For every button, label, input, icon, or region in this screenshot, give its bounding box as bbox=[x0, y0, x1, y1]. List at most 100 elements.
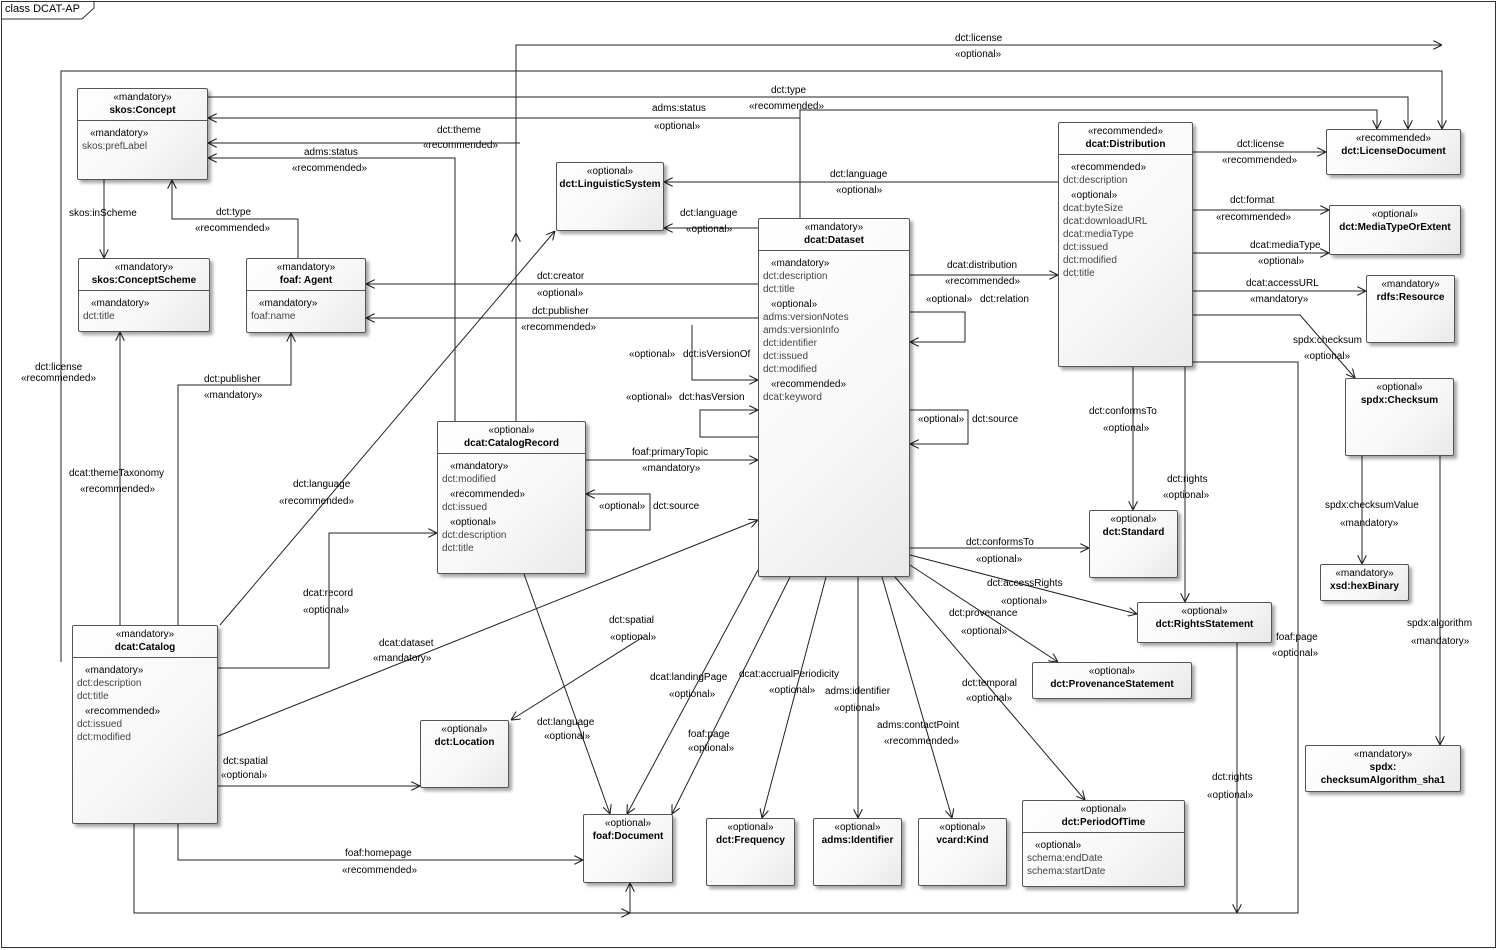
class-name: dcat:CatalogRecord bbox=[463, 438, 559, 449]
class-hexbinary[interactable]: «mandatory»xsd:hexBinary bbox=[1320, 564, 1409, 601]
class-header: «optional»dct:Frequency bbox=[707, 819, 794, 850]
class-name: dct:ProvenanceStatement bbox=[1050, 679, 1174, 690]
class-license[interactable]: «recommended»dct:LicenseDocument bbox=[1326, 129, 1461, 175]
class-kind[interactable]: «optional»vcard:Kind bbox=[918, 818, 1007, 886]
association-label: dct:accessRights bbox=[987, 578, 1063, 589]
class-stereotype: «mandatory» bbox=[115, 629, 175, 640]
association-label: dct:hasVersion bbox=[679, 392, 745, 403]
class-distribution[interactable]: «recommended»dcat:Distribution«recommend… bbox=[1058, 122, 1193, 367]
class-header: «optional» dct:RightsStatement bbox=[1138, 603, 1271, 634]
class-standard[interactable]: «optional» dct:Standard bbox=[1089, 510, 1178, 578]
class-attributes: «mandatory»dct:modified«recommended»dct:… bbox=[438, 453, 585, 557]
association-label: «mandatory» bbox=[1340, 518, 1399, 529]
association-label: «optional» bbox=[1304, 351, 1351, 362]
attribute: dct:title bbox=[83, 311, 115, 322]
association-label: «optional» bbox=[976, 554, 1023, 565]
class-provenance[interactable]: «optional» dct:ProvenanceStatement bbox=[1032, 662, 1192, 699]
association-label: «optional» bbox=[669, 689, 716, 700]
association-label: dcat:accrualPeriodicity bbox=[739, 669, 840, 680]
attribute: dct:title bbox=[763, 284, 795, 295]
class-agent[interactable]: «mandatory»foaf: Agent«mandatory»foaf:na… bbox=[246, 258, 366, 333]
class-stereotype: «optional» bbox=[1110, 514, 1157, 525]
class-name: dct:MediaTypeOrExtent bbox=[1339, 222, 1451, 233]
class-header: «optional» dct:Standard bbox=[1090, 511, 1177, 542]
class-location[interactable]: «optional»dct:Location bbox=[420, 720, 509, 788]
class-mediatype[interactable]: «optional»dct:MediaTypeOrExtent bbox=[1329, 205, 1461, 255]
association-label: dct:format bbox=[1230, 195, 1275, 206]
class-stereotype: «optional» bbox=[1088, 666, 1136, 677]
class-name-line2: checksumAlgorithm_sha1 bbox=[1320, 775, 1446, 786]
class-conceptscheme[interactable]: «mandatory»skos:ConceptScheme«mandatory»… bbox=[78, 258, 210, 332]
association-label: dct:conformsTo bbox=[1089, 406, 1157, 417]
class-rdfsresource[interactable]: «mandatory»rdfs:Resource bbox=[1366, 275, 1455, 343]
class-stereotype: «optional» bbox=[586, 166, 634, 177]
class-header: «mandatory»rdfs:Resource bbox=[1367, 276, 1454, 307]
class-checksum[interactable]: «optional»spdx:Checksum bbox=[1345, 378, 1454, 456]
association-line bbox=[910, 311, 966, 342]
attribute-group-stereotype: «recommended» bbox=[85, 706, 161, 717]
association-label: foaf:homepage bbox=[345, 848, 412, 859]
association-label: dct:theme bbox=[437, 125, 481, 136]
association-label: «optional» bbox=[1001, 596, 1048, 607]
class-header: «optional»foaf:Document bbox=[584, 815, 672, 846]
association-label: «recommended» bbox=[80, 484, 156, 495]
association-label: «recommended» bbox=[1222, 155, 1298, 166]
association-line bbox=[699, 410, 758, 438]
class-periodoftime[interactable]: «optional»dct:PeriodOfTime«optional»sche… bbox=[1022, 800, 1185, 887]
attribute: dct:identifier bbox=[763, 338, 817, 349]
association-label: «optional» bbox=[599, 501, 646, 512]
association-label: «recommended» bbox=[749, 101, 825, 112]
class-header: «recommended»dct:LicenseDocument bbox=[1327, 130, 1460, 161]
association-label: «recommended» bbox=[21, 373, 97, 384]
class-catalog[interactable]: «mandatory»dcat:Catalog«mandatory»dct:de… bbox=[72, 625, 218, 824]
attribute-group-stereotype: «recommended» bbox=[450, 489, 526, 500]
association-label: «mandatory» bbox=[1250, 294, 1309, 305]
association-label: dct:license bbox=[955, 33, 1003, 44]
class-stereotype: «optional» bbox=[1080, 804, 1127, 815]
association-label: «optional» bbox=[961, 626, 1008, 637]
class-frequency[interactable]: «optional»dct:Frequency bbox=[706, 818, 795, 886]
attribute: dct:modified bbox=[763, 364, 817, 375]
association-label: foaf:page bbox=[1276, 632, 1318, 643]
class-document[interactable]: «optional»foaf:Document bbox=[583, 814, 673, 883]
association-label: «optional» bbox=[1207, 790, 1254, 801]
class-identifier[interactable]: «optional»adms:Identifier bbox=[813, 818, 902, 886]
class-catalogrecord[interactable]: «optional»dcat:CatalogRecord«mandatory»d… bbox=[437, 421, 586, 574]
class-concept[interactable]: «mandatory»skos:Concept«mandatory»skos:p… bbox=[77, 88, 208, 180]
attribute: adms:versionNotes bbox=[763, 312, 849, 323]
association-label: «optional» bbox=[654, 121, 701, 132]
class-header: «mandatory»spdx:checksumAlgorithm_sha1 bbox=[1306, 746, 1460, 790]
association-label: dcat:distribution bbox=[947, 260, 1018, 271]
class-dataset[interactable]: «mandatory»dcat:Dataset«mandatory»dct:de… bbox=[758, 218, 910, 577]
class-rights[interactable]: «optional» dct:RightsStatement bbox=[1137, 602, 1272, 643]
class-algorithm[interactable]: «mandatory»spdx:checksumAlgorithm_sha1 bbox=[1305, 745, 1461, 792]
association-label: dct:language bbox=[830, 169, 888, 180]
attribute-group-stereotype: «optional» bbox=[771, 299, 818, 310]
class-header: «optional»dct:LinguisticSystem bbox=[557, 163, 663, 194]
association-label: «optional» bbox=[1258, 256, 1305, 267]
class-name: spdx: bbox=[1369, 762, 1397, 773]
association-label: «optional» bbox=[1272, 648, 1319, 659]
attribute-group-stereotype: «recommended» bbox=[1071, 162, 1147, 173]
class-stereotype: «optional» bbox=[1181, 606, 1228, 617]
class-name: skos:Concept bbox=[109, 105, 176, 116]
association-label: «mandatory» bbox=[1411, 636, 1470, 647]
association-label: «optional» bbox=[688, 743, 735, 754]
class-header: «optional»vcard:Kind bbox=[919, 819, 1006, 850]
attribute: amds:versionInfo bbox=[763, 325, 840, 336]
association-label: «optional» bbox=[918, 414, 965, 425]
association-label: «optional» bbox=[834, 703, 881, 714]
class-name: dct:RightsStatement bbox=[1155, 619, 1254, 630]
attribute: dct:title bbox=[442, 543, 474, 554]
attribute: dcat:downloadURL bbox=[1063, 216, 1148, 227]
association-label: dct:rights bbox=[1167, 474, 1208, 485]
class-stereotype: «mandatory» bbox=[1381, 279, 1440, 290]
class-linguistic[interactable]: «optional»dct:LinguisticSystem bbox=[556, 162, 664, 231]
class-stereotype: «optional» bbox=[441, 724, 488, 735]
association-label: «optional» bbox=[544, 731, 591, 742]
association-label: «recommended» bbox=[521, 322, 597, 333]
association-label: foaf:primaryTopic bbox=[632, 447, 709, 458]
class-header: «mandatory»skos:Concept bbox=[78, 89, 207, 120]
class-name: dct:Standard bbox=[1102, 527, 1165, 538]
